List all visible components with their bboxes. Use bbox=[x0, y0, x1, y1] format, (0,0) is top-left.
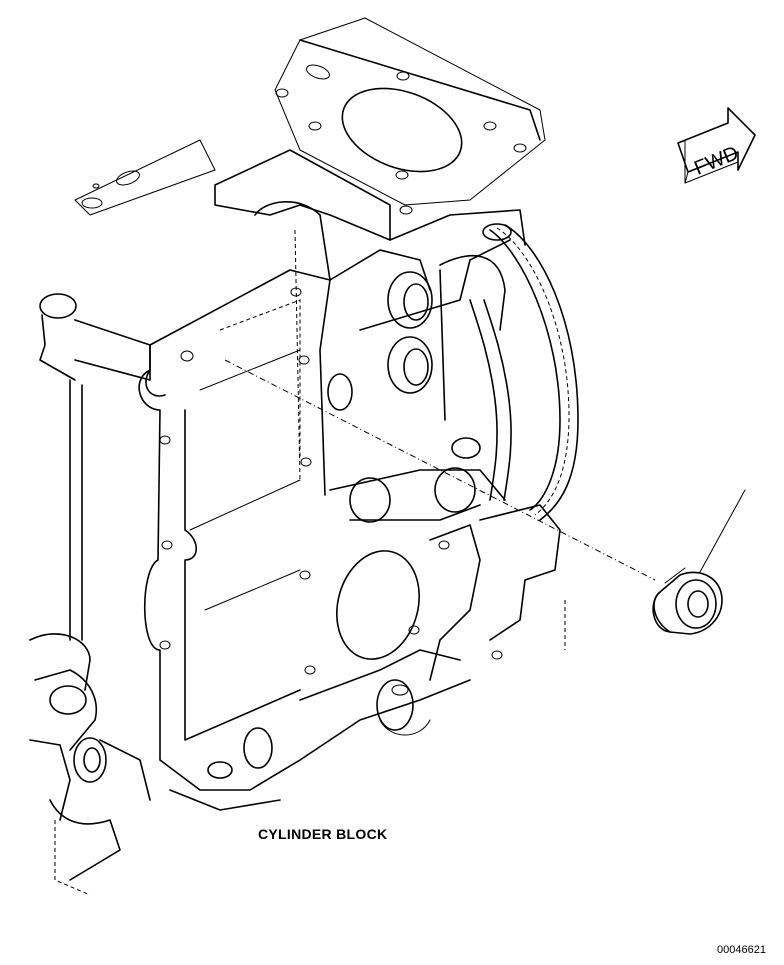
top-gasket-plate bbox=[274, 17, 546, 215]
coolant-pipe bbox=[469, 223, 579, 521]
callout-leader-line bbox=[699, 489, 746, 573]
figure-number: 00046621 bbox=[717, 944, 766, 956]
left-lower-flange bbox=[29, 633, 151, 896]
block-right-side-ports bbox=[299, 239, 511, 701]
block-front-face bbox=[138, 269, 331, 761]
part-center-line bbox=[224, 359, 656, 581]
leader-lines bbox=[224, 359, 746, 581]
cylinder-block-drawing bbox=[29, 17, 579, 896]
block-lower-section bbox=[159, 679, 471, 811]
left-cover-plate bbox=[74, 139, 216, 216]
front-housing bbox=[408, 504, 566, 681]
diagram-caption: CYLINDER BLOCK bbox=[258, 826, 388, 842]
block-upper-deck bbox=[214, 149, 526, 496]
plug-part[interactable] bbox=[652, 567, 723, 635]
left-tube bbox=[39, 293, 151, 641]
fwd-arrow-label: FWD bbox=[691, 142, 741, 179]
fwd-direction-arrow: FWD bbox=[677, 107, 756, 184]
